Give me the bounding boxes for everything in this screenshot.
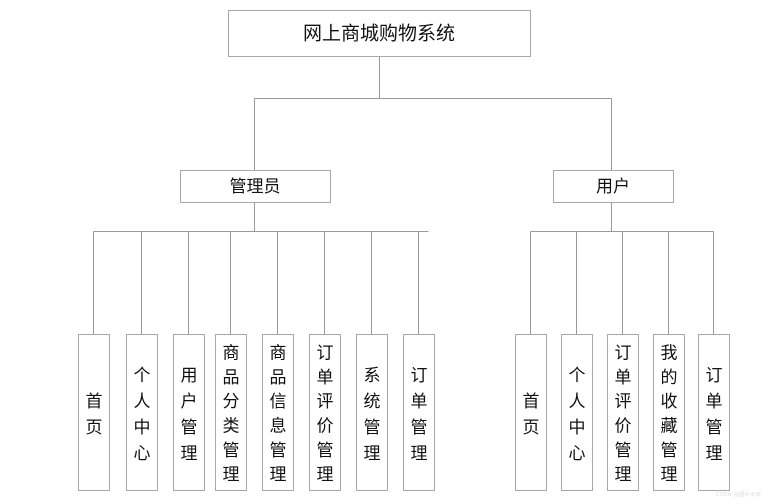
- leaf-admin-order-review-management[interactable]: 订单评价管理: [309, 334, 341, 491]
- leaf-admin-order-management-label: 订单管理: [411, 366, 428, 464]
- connector-group-branch-0: [92, 202, 429, 335]
- node-branch-admin-box: [180, 170, 331, 203]
- leaf-user-personal-center-label: 个人中心: [569, 366, 586, 464]
- node-root-box: [228, 10, 531, 57]
- leaf-user-order-management-box: [698, 334, 730, 491]
- leaf-admin-personal-center-box: [126, 334, 158, 491]
- watermark-text: CSDN @图片水印: [716, 492, 761, 498]
- leaf-user-home-label: 首页: [523, 392, 540, 438]
- leaf-admin-product-info-management-label: 商品信息管理: [270, 343, 287, 485]
- leaf-admin-user-management-label: 用户管理: [181, 366, 198, 464]
- node-branch-admin[interactable]: 管理员: [180, 170, 331, 203]
- leaf-admin-system-management-box: [356, 334, 388, 491]
- leaf-admin-product-category-management[interactable]: 商品分类管理: [215, 334, 247, 491]
- node-branch-admin-label: 管理员: [230, 177, 281, 197]
- leaf-admin-order-review-management-label: 订单评价管理: [317, 343, 334, 485]
- leaf-admin-product-info-management-box: [262, 334, 294, 491]
- leaf-user-personal-center-box: [561, 334, 593, 491]
- leaf-admin-product-category-management-box: [215, 334, 247, 491]
- leaf-user-order-review-management-box: [607, 334, 639, 491]
- leaf-user-home[interactable]: 首页: [515, 334, 547, 491]
- leaf-group-admin: 首页 个人中心 用户管理 商品分类管理 商品信息管理 订单评价管理: [78, 334, 435, 491]
- leaf-admin-user-management-box: [173, 334, 205, 491]
- leaf-user-order-review-management-label: 订单评价管理: [615, 343, 632, 485]
- leaf-group-user: 首页 个人中心 订单评价管理 我的收藏管理 订单管理: [515, 334, 730, 491]
- leaf-admin-order-management-box: [403, 334, 435, 491]
- leaf-user-favorites-management[interactable]: 我的收藏管理: [653, 334, 685, 491]
- leaf-admin-order-review-management-box: [309, 334, 341, 491]
- leaf-admin-home-label: 首页: [86, 392, 103, 438]
- node-branch-user-box: [553, 170, 674, 203]
- leaf-admin-order-management[interactable]: 订单管理: [403, 334, 435, 491]
- leaf-user-favorites-management-label: 我的收藏管理: [661, 343, 678, 485]
- leaf-user-order-review-management[interactable]: 订单评价管理: [607, 334, 639, 491]
- leaf-admin-personal-center[interactable]: 个人中心: [126, 334, 158, 491]
- leaf-admin-system-management[interactable]: 系统管理: [356, 334, 388, 491]
- leaf-admin-product-info-management[interactable]: 商品信息管理: [262, 334, 294, 491]
- leaf-admin-personal-center-label: 个人中心: [134, 366, 151, 464]
- node-root[interactable]: 网上商城购物系统: [228, 10, 531, 57]
- connector-group-branch-1: [529, 202, 715, 335]
- node-root-label: 网上商城购物系统: [303, 23, 455, 45]
- leaf-admin-product-category-management-label: 商品分类管理: [223, 343, 240, 485]
- leaf-admin-user-management[interactable]: 用户管理: [173, 334, 205, 491]
- leaf-admin-system-management-label: 系统管理: [364, 366, 381, 464]
- leaf-user-order-management[interactable]: 订单管理: [698, 334, 730, 491]
- leaf-admin-home-box: [78, 334, 110, 491]
- node-branch-user-label: 用户: [596, 177, 630, 197]
- connector-group-root: [253, 56, 613, 171]
- node-branch-user[interactable]: 用户: [553, 170, 674, 203]
- leaf-user-personal-center[interactable]: 个人中心: [561, 334, 593, 491]
- leaf-user-order-management-label: 订单管理: [706, 366, 723, 464]
- leaf-user-favorites-management-box: [653, 334, 685, 491]
- leaf-admin-home[interactable]: 首页: [78, 334, 110, 491]
- leaf-user-home-box: [515, 334, 547, 491]
